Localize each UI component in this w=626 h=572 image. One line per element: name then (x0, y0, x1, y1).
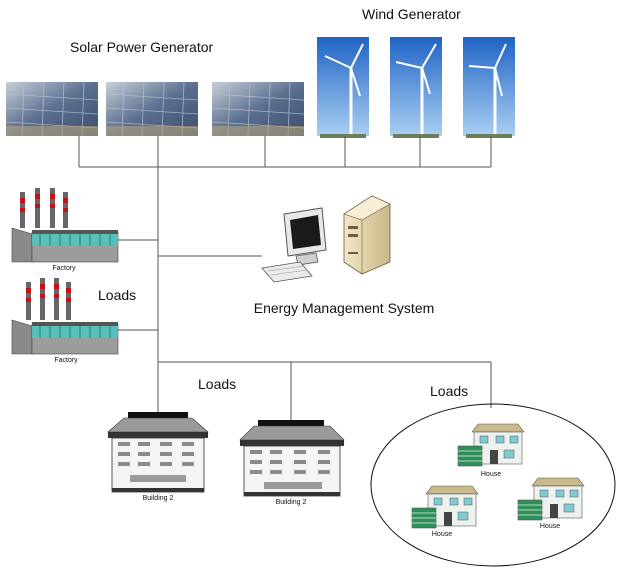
computer-icon (261, 195, 391, 283)
buildings-loads-label: Loads (198, 376, 236, 392)
solar-panel (211, 81, 305, 137)
house-icon (517, 477, 585, 521)
building-caption: Building 2 (276, 499, 307, 506)
houses-group-ellipse (370, 403, 616, 567)
building-icon (239, 420, 345, 497)
building-caption: Building 2 (143, 495, 174, 502)
house-caption: House (432, 531, 452, 538)
factory-caption: Factory (52, 265, 76, 272)
houses-loads-label: Loads (430, 383, 468, 399)
ems-label: Energy Management System (254, 300, 435, 316)
connection-lines (78, 136, 492, 420)
wind-turbine (317, 37, 369, 138)
wind-generator-label: Wind Generator (362, 6, 461, 22)
house-caption: House (540, 523, 560, 530)
factory-loads-label: Loads (98, 287, 136, 303)
house-caption: House (481, 471, 501, 478)
wind-turbine (390, 37, 442, 138)
factory-caption: Factory (54, 357, 78, 364)
wind-turbine (463, 37, 515, 138)
building-icon (107, 412, 209, 493)
solar-generator-label: Solar Power Generator (70, 39, 214, 55)
solar-panel (105, 81, 199, 137)
solar-panel (5, 81, 99, 137)
factory-icon (11, 188, 119, 263)
house-icon (411, 485, 479, 529)
house-icon (457, 423, 525, 467)
factory-icon (11, 278, 119, 355)
